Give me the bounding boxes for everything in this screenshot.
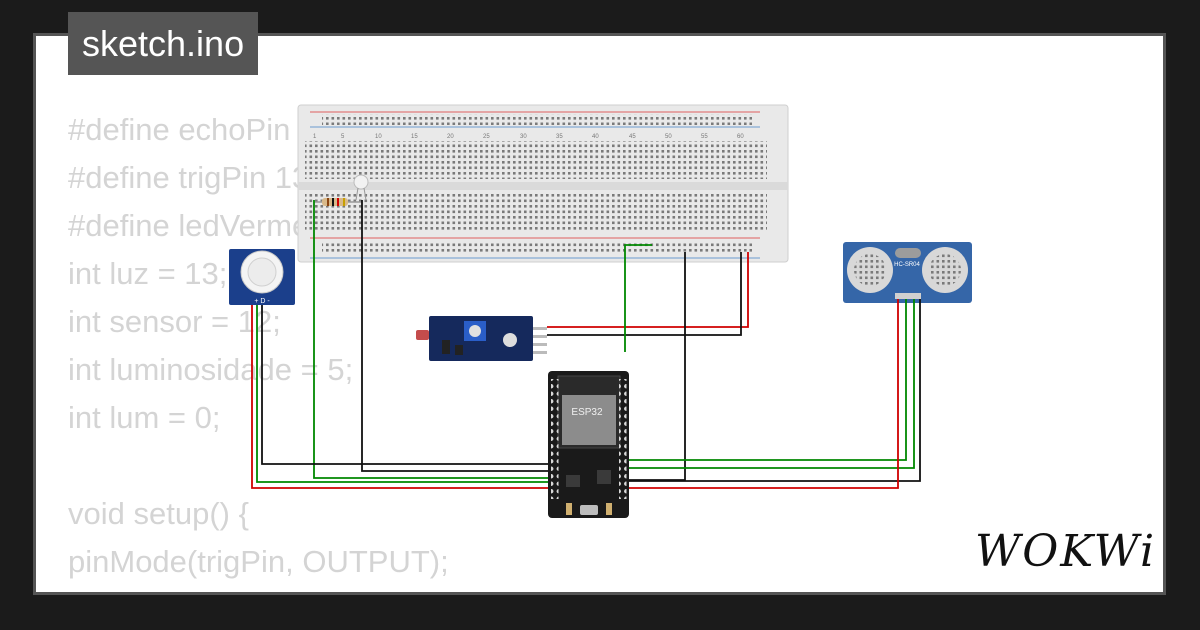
file-title-tag: sketch.ino bbox=[68, 12, 259, 75]
wire-black bbox=[547, 252, 742, 336]
column-label: 25 bbox=[483, 134, 490, 140]
led[interactable] bbox=[353, 174, 369, 201]
wires bbox=[251, 200, 921, 489]
wire-green bbox=[256, 305, 548, 483]
breadboard-column-labels: 1 5 10 15 20 25 30 35 40 45 50 55 60 bbox=[313, 134, 744, 140]
wire-red bbox=[629, 299, 899, 489]
column-label: 5 bbox=[341, 134, 345, 140]
wire-green bbox=[624, 244, 652, 352]
resistor[interactable] bbox=[314, 198, 362, 206]
wire-black bbox=[261, 305, 548, 465]
pir-motion-sensor[interactable]: + D - bbox=[229, 249, 295, 305]
code-line: pinMode(trigPin, OUTPUT); bbox=[68, 544, 449, 579]
column-label: 35 bbox=[556, 134, 563, 140]
ldr-light-sensor-module[interactable] bbox=[416, 316, 547, 361]
column-label: 40 bbox=[592, 134, 599, 140]
column-label: 45 bbox=[629, 134, 636, 140]
column-label: 60 bbox=[737, 134, 744, 140]
code-line: void setup() { bbox=[68, 496, 249, 531]
pir-pin-labels: + D - bbox=[254, 298, 270, 305]
wire-black bbox=[629, 252, 686, 481]
code-line: int luz = 13; bbox=[68, 256, 228, 291]
esp32-board[interactable]: ESP32 bbox=[548, 371, 629, 518]
column-label: 10 bbox=[375, 134, 382, 140]
esp32-label: ESP32 bbox=[571, 407, 603, 418]
column-label: 1 bbox=[313, 134, 317, 140]
column-label: 55 bbox=[701, 134, 708, 140]
column-label: 50 bbox=[665, 134, 672, 140]
column-label: 30 bbox=[520, 134, 527, 140]
column-label: 15 bbox=[411, 134, 418, 140]
ultrasonic-sensor[interactable]: HC-SR04 bbox=[843, 242, 972, 303]
column-label: 20 bbox=[447, 134, 454, 140]
wire-red bbox=[251, 305, 548, 489]
wire-black bbox=[361, 200, 548, 472]
wire-green bbox=[313, 200, 548, 479]
wire-red bbox=[547, 252, 749, 328]
wire-green bbox=[629, 299, 915, 469]
wire-green bbox=[629, 299, 907, 461]
breadboard: 1 5 10 15 20 25 30 35 40 45 50 55 60 bbox=[297, 104, 789, 263]
wire-black bbox=[629, 299, 921, 482]
wokwi-logo: WOKWi bbox=[975, 526, 1157, 577]
code-line: int lum = 0; bbox=[68, 400, 221, 435]
ultrasonic-label: HC-SR04 bbox=[894, 262, 920, 268]
code-line: int sensor = 12; bbox=[68, 304, 281, 339]
